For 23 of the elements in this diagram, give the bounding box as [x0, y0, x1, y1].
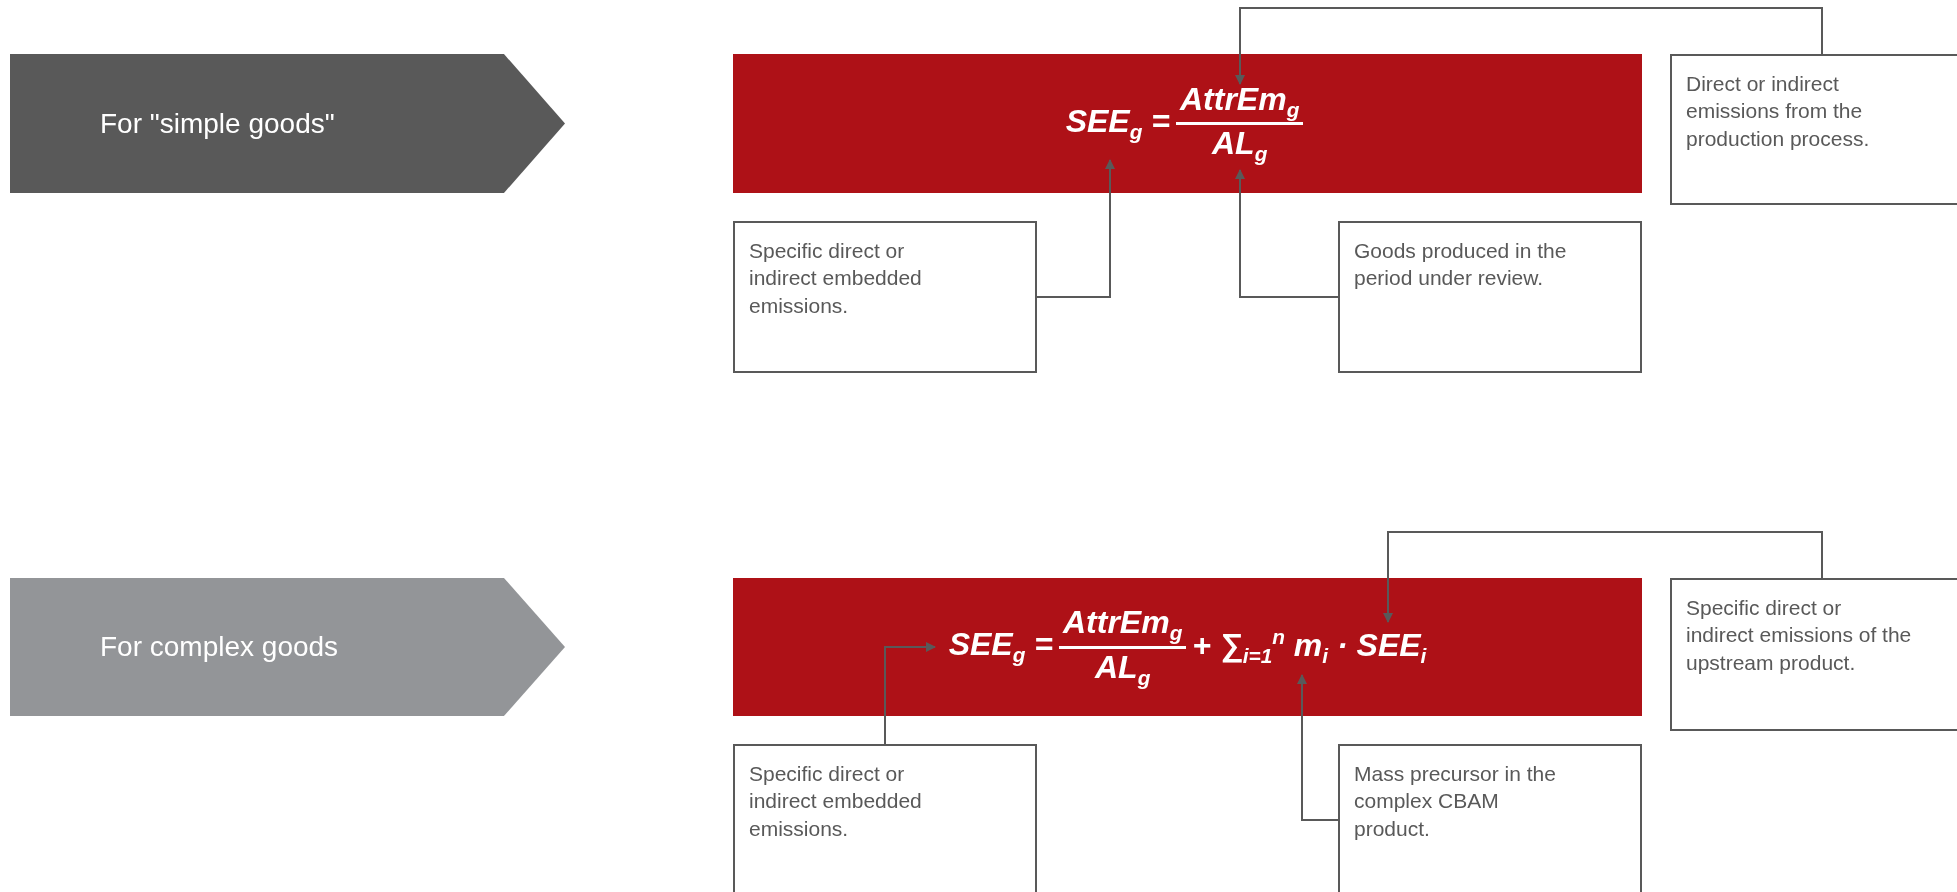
callout-box: Mass precursor in the complex CBAM product.: [1338, 744, 1642, 892]
chevron-label: For complex goods: [10, 578, 565, 716]
fraction-numerator: AttrEm$_{g}$: [1175, 80, 1304, 125]
fraction-denominator: AL$_{g}$: [1093, 648, 1152, 690]
callout-box: Specific direct or indirect embedded emissions.: [733, 744, 1037, 892]
formula-banner: [733, 578, 1642, 716]
formula-term: SEE$_{g}$ =: [1065, 102, 1170, 145]
arrow: [1235, 169, 1339, 298]
formula-term: SEE$_{g}$ =: [948, 626, 1053, 668]
arrow: [1297, 674, 1339, 821]
fraction-numerator: AttrEm$_{g}$: [1058, 604, 1187, 649]
arrow: [1235, 7, 1823, 85]
fraction-denominator: AL$_{g}$: [1210, 125, 1269, 167]
callout-box: Goods produced in the period under review.: [1338, 221, 1642, 373]
chevron-label: For "simple goods": [10, 54, 565, 193]
callout-box: Direct or indirect emissions from the production process.: [1670, 54, 1957, 205]
formula-term: + ∑$_{i=1}$$^{n}$ m$_{i}$ · SEE$_{i}$: [1192, 625, 1427, 669]
callout-box: Specific direct or indirect emissions of the upstream product.: [1670, 578, 1957, 731]
arrow: [1036, 159, 1115, 298]
callout-box: Specific direct or indirect embedded emissions.: [733, 221, 1037, 373]
arrow: [1383, 531, 1823, 623]
arrow: [884, 642, 936, 745]
formula-banner: [733, 54, 1642, 193]
